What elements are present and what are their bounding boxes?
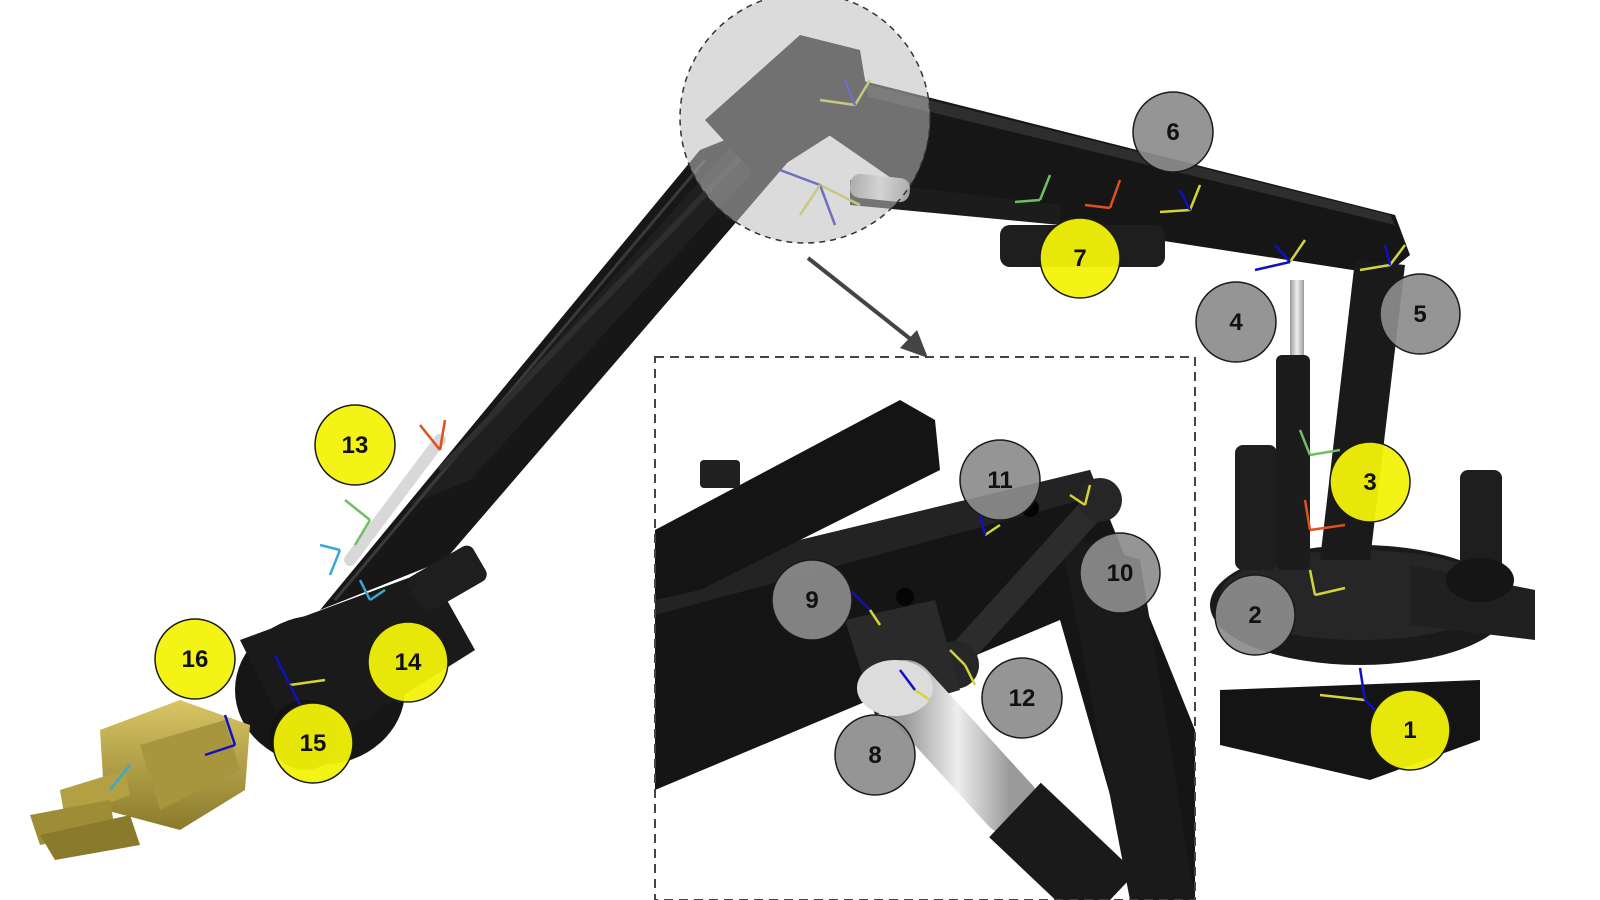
long-arm-edge bbox=[333, 159, 707, 601]
joint-label-8: 8 bbox=[834, 714, 916, 796]
frame-j4 bbox=[1254, 239, 1307, 272]
joint-label-circle bbox=[1329, 441, 1411, 523]
frame-j3 bbox=[1298, 429, 1346, 532]
gripper-body bbox=[140, 720, 240, 810]
joint-label-circle bbox=[272, 702, 354, 784]
joint-label-circle bbox=[834, 714, 916, 796]
inset-piston-body bbox=[989, 782, 1136, 900]
joint-label-5: 5 bbox=[1379, 273, 1461, 355]
vertical-actuator-body bbox=[1276, 355, 1310, 570]
joint-label-circle bbox=[981, 657, 1063, 739]
joint-label-2: 2 bbox=[1214, 574, 1296, 656]
joint-label-circle bbox=[1132, 91, 1214, 173]
inset-motor bbox=[655, 400, 940, 600]
inset-hole-1 bbox=[896, 588, 914, 606]
joint-label-text: 8 bbox=[868, 742, 881, 769]
joint-label-text: 15 bbox=[300, 730, 327, 757]
gripper-finger-3 bbox=[40, 815, 140, 860]
inset-frames bbox=[849, 484, 1092, 702]
joint-label-text: 10 bbox=[1107, 560, 1134, 587]
joint-label-circle bbox=[154, 618, 236, 700]
frame-j5 bbox=[1359, 244, 1406, 272]
joint-label-4: 4 bbox=[1195, 281, 1277, 363]
frame-j7 bbox=[1014, 174, 1122, 210]
gripper-axis bbox=[109, 764, 131, 791]
joint-label-text: 1 bbox=[1403, 717, 1416, 744]
inset-detail bbox=[654, 356, 1196, 900]
joint-label-text: 3 bbox=[1363, 469, 1376, 496]
joint-label-circle bbox=[1379, 273, 1461, 355]
inset-frame-border bbox=[654, 356, 1196, 900]
joint-label-16: 16 bbox=[154, 618, 236, 700]
inset-piston-cap bbox=[857, 660, 933, 716]
joint-label-12: 12 bbox=[981, 657, 1063, 739]
joint-label-circle bbox=[1039, 217, 1121, 299]
joint-label-circle bbox=[959, 439, 1041, 521]
joint-label-text: 16 bbox=[182, 646, 209, 673]
joint-label-7: 7 bbox=[1039, 217, 1121, 299]
joint-label-circle bbox=[1214, 574, 1296, 656]
gripper bbox=[30, 700, 250, 860]
joint-label-circle bbox=[1079, 532, 1161, 614]
base-motor-right-cap bbox=[1446, 558, 1514, 602]
joint-label-15: 15 bbox=[272, 702, 354, 784]
vertical-actuator-rod bbox=[1290, 280, 1304, 360]
joint-label-text: 12 bbox=[1009, 685, 1036, 712]
inset-piston-rod bbox=[875, 660, 1040, 835]
joint-label-text: 6 bbox=[1166, 119, 1179, 146]
joint-label-10: 10 bbox=[1079, 532, 1161, 614]
joint-label-6: 6 bbox=[1132, 91, 1214, 173]
joint-label-9: 9 bbox=[771, 559, 853, 641]
joint-label-text: 7 bbox=[1073, 245, 1086, 272]
base-motor-left bbox=[1235, 445, 1277, 570]
inset-linkage bbox=[947, 487, 1113, 668]
joint-label-circle bbox=[771, 559, 853, 641]
inset-linkage-pin-top bbox=[1078, 478, 1122, 522]
joint-label-text: 2 bbox=[1248, 602, 1261, 629]
frame-j15 bbox=[204, 654, 326, 757]
upper-beam bbox=[800, 70, 1410, 275]
joint-label-text: 11 bbox=[987, 467, 1012, 494]
frame-j14 bbox=[319, 543, 386, 602]
joint-label-circle bbox=[1195, 281, 1277, 363]
joint-label-1: 1 bbox=[1369, 689, 1451, 771]
frame-j2 bbox=[1308, 569, 1346, 597]
magnifier-arrow-head bbox=[900, 330, 928, 358]
joint-label-13: 13 bbox=[314, 404, 396, 486]
inset-motor-clip bbox=[700, 460, 740, 488]
joint-label-text: 4 bbox=[1229, 309, 1243, 336]
magnifier-arrow-line bbox=[806, 256, 920, 347]
frame-j13 bbox=[344, 419, 447, 546]
wrist-motor bbox=[407, 545, 487, 612]
joint-label-circle bbox=[314, 404, 396, 486]
upper-beam-highlight bbox=[830, 75, 1395, 225]
frame-j6 bbox=[1159, 184, 1202, 214]
joint-label-circle bbox=[1369, 689, 1451, 771]
joint-label-11: 11 bbox=[959, 439, 1041, 521]
joint-label-text: 14 bbox=[395, 649, 422, 676]
joint-label-14: 14 bbox=[367, 621, 449, 703]
joint-label-text: 9 bbox=[805, 587, 818, 614]
joint-label-text: 13 bbox=[342, 432, 369, 459]
inset-leg-right bbox=[1060, 535, 1195, 900]
joint-label-3: 3 bbox=[1329, 441, 1411, 523]
magnifier-circle bbox=[679, 0, 931, 244]
joint-label-circle bbox=[367, 621, 449, 703]
wrist-actuator-rod bbox=[344, 434, 446, 566]
joint-label-text: 5 bbox=[1413, 301, 1426, 328]
